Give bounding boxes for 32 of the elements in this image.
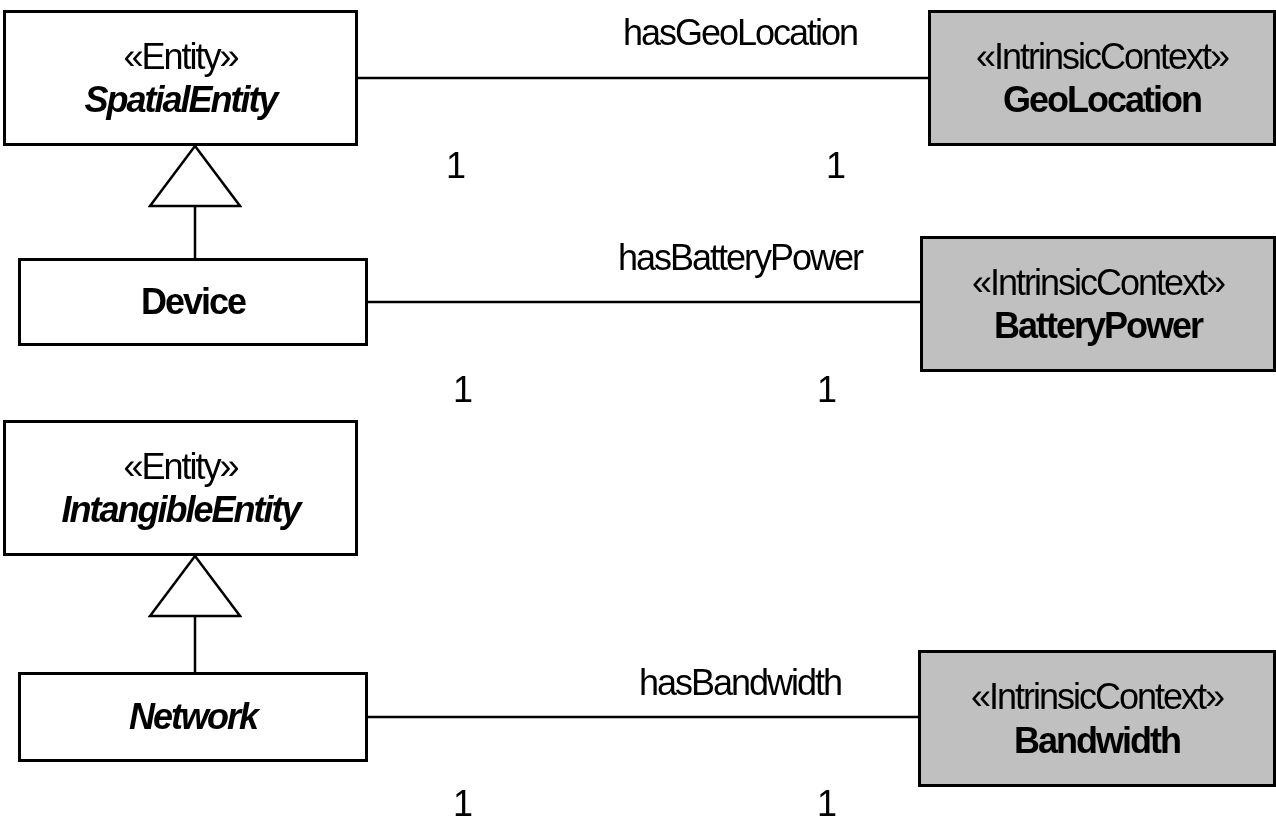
multiplicity-label: 1 [453, 372, 471, 408]
association-line [368, 715, 918, 719]
generalization-arrow [148, 554, 242, 672]
generalization-arrow [148, 144, 242, 258]
context-class-box [920, 236, 1276, 372]
stereotype-label: «IntrinsicContext» [975, 34, 1229, 78]
multiplicity-label: 1 [453, 786, 471, 822]
multiplicity-label: 1 [817, 372, 835, 408]
multiplicity-label: 1 [446, 148, 464, 184]
context-class-box [918, 650, 1276, 787]
class-name: SpatialEntity [84, 78, 277, 122]
class-name: Bandwidth [1014, 718, 1180, 762]
multiplicity-label: 1 [826, 148, 844, 184]
edge-label: hasBatteryPower [617, 240, 863, 276]
context-class-box [928, 10, 1276, 146]
class-name: BatteryPower [993, 304, 1203, 348]
stereotype-label: «IntrinsicContext» [971, 260, 1225, 304]
class-box [18, 672, 368, 762]
edge-label: hasGeoLocation [622, 15, 858, 51]
edge-label: hasBandwidth [638, 665, 842, 701]
association-line [368, 300, 920, 304]
stereotype-label: «IntrinsicContext» [970, 675, 1224, 719]
multiplicity-label: 1 [817, 786, 835, 822]
class-name: GeoLocation [1003, 78, 1201, 122]
class-name: Device [140, 280, 246, 324]
association-line [358, 76, 928, 80]
stereotype-label: «Entity» [123, 444, 238, 488]
class-name: IntangibleEntity [61, 488, 300, 532]
stereotype-label: «Entity» [123, 34, 238, 78]
class-box [3, 10, 358, 146]
class-box [18, 258, 368, 346]
class-box [3, 420, 358, 556]
